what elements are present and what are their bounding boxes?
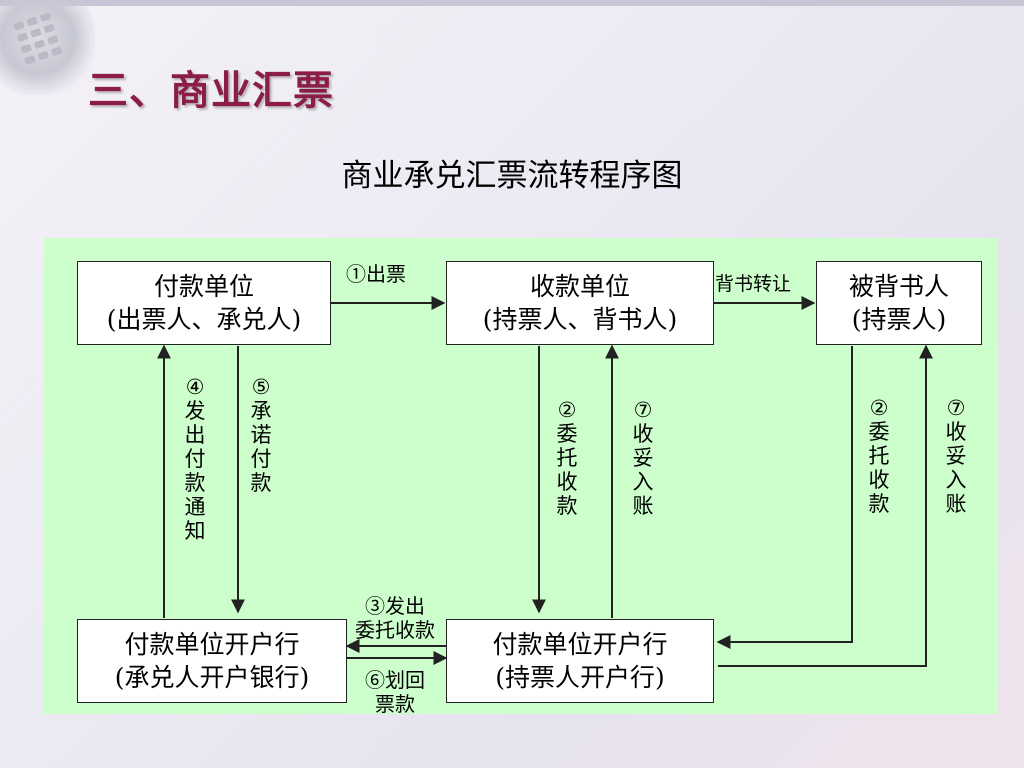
payer-bank-box: 付款单位开户行 (承兑人开户银行) (77, 619, 347, 703)
label-notice-char: 出 (184, 423, 206, 447)
endorsee-box-line1: 被背书人 (848, 272, 949, 301)
label-transfer: ⑥划回 票款 (347, 668, 443, 716)
label-deposit-2: ⑦ 收 妥 入 账 (943, 396, 969, 516)
label-notice-char: ④ (185, 375, 205, 399)
label-notice-char: 知 (184, 519, 206, 543)
label-issue: ①出票 (346, 262, 406, 286)
label-collect-2-char: 收 (868, 468, 890, 492)
payee-box: 收款单位 (持票人、背书人) (446, 261, 714, 345)
label-promise-char: 承 (250, 399, 272, 423)
payer-box-line2: (出票人、承兑人) (106, 305, 302, 334)
label-promise-char: ⑤ (251, 375, 271, 399)
label-collect-2-char: 委 (868, 420, 890, 444)
payer-bank-box-line2: (承兑人开户银行) (114, 663, 310, 692)
diagram-title: 商业承兑汇票流转程序图 (341, 158, 683, 194)
payer-box: 付款单位 (出票人、承兑人) (77, 261, 331, 345)
label-deposit-1-char: 妥 (632, 446, 654, 470)
label-transfer-line1: ⑥划回 (365, 668, 425, 692)
payee-bank-box-line2: (持票人开户行) (495, 663, 665, 692)
label-deposit-1-char: 账 (632, 494, 654, 518)
label-collect-2-char: ② (869, 396, 889, 420)
label-promise-char: 款 (250, 471, 272, 495)
label-collect-1-char: ② (557, 398, 577, 422)
label-collect-1-char: 收 (556, 470, 578, 494)
label-transfer-line2: 票款 (375, 692, 415, 716)
label-notice: ④ 发 出 付 款 通 知 (182, 375, 208, 543)
label-deposit-1-char: 入 (632, 470, 654, 494)
label-deposit-2-char: ⑦ (946, 396, 966, 420)
label-promise-char: 诺 (250, 423, 272, 447)
label-deposit-1-char: ⑦ (633, 398, 653, 422)
label-deposit-1: ⑦ 收 妥 入 账 (630, 398, 656, 518)
label-collect-2-char: 款 (868, 492, 890, 516)
label-send-collect-line1: ③发出 (365, 594, 425, 618)
label-collect-1-char: 托 (556, 446, 578, 470)
payee-box-line1: 收款单位 (529, 272, 630, 301)
payer-box-line1: 付款单位 (153, 272, 254, 301)
endorsee-box-line2: (持票人) (851, 305, 947, 334)
label-notice-char: 款 (184, 471, 206, 495)
payee-box-line2: (持票人、背书人) (482, 305, 678, 334)
label-notice-char: 付 (184, 447, 206, 471)
label-send-collect: ③发出 委托收款 (347, 594, 443, 642)
top-band (0, 0, 1024, 6)
label-deposit-2-char: 账 (945, 492, 967, 516)
payer-bank-box-line1: 付款单位开户行 (124, 630, 300, 659)
label-collect-2: ② 委 托 收 款 (866, 396, 892, 516)
slide-heading: 三、商业汇票 (88, 67, 334, 114)
endorsee-box: 被背书人 (持票人) (816, 261, 982, 345)
label-collect-2-char: 托 (868, 444, 890, 468)
payee-bank-box-line1: 付款单位开户行 (492, 630, 668, 659)
label-deposit-2-char: 妥 (945, 444, 967, 468)
label-collect-1-char: 委 (556, 422, 578, 446)
label-promise-char: 付 (250, 447, 272, 471)
label-deposit-2-char: 入 (945, 468, 967, 492)
label-endorse: 背书转让 (715, 273, 792, 295)
label-deposit-2-char: 收 (945, 420, 967, 444)
label-send-collect-line2: 委托收款 (355, 618, 435, 642)
label-deposit-1-char: 收 (632, 422, 654, 446)
label-notice-char: 通 (184, 495, 206, 519)
label-notice-char: 发 (184, 399, 206, 423)
arrow-collect-2 (716, 346, 853, 649)
payee-bank-box: 付款单位开户行 (持票人开户行) (446, 619, 714, 703)
arrow-deposit-2 (718, 344, 933, 667)
label-promise: ⑤ 承 诺 付 款 (248, 375, 274, 495)
label-collect-1-char: 款 (556, 494, 578, 518)
calculator-decoration-icon (0, 0, 95, 95)
label-collect-1: ② 委 托 收 款 (554, 398, 580, 518)
